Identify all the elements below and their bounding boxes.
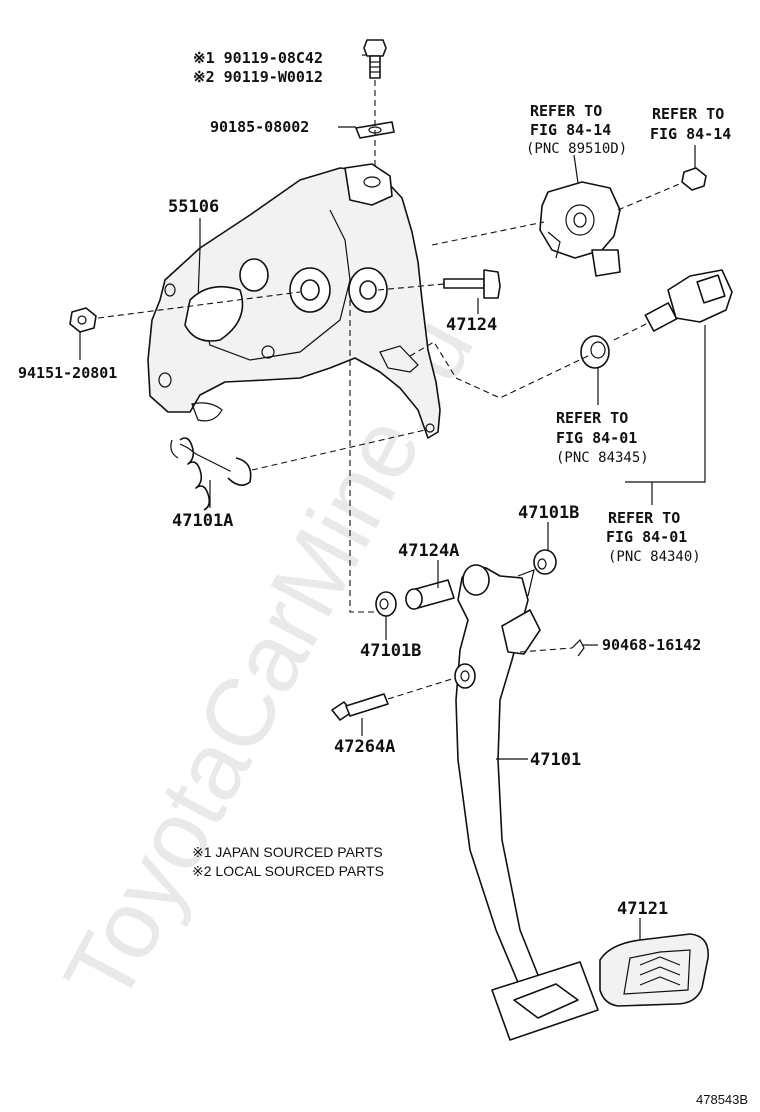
label-bushing-top: 47101B xyxy=(518,503,579,523)
bolt-47124-axis-line xyxy=(377,283,445,291)
note-japan-sourced: ※1 JAPAN SOURCED PARTS xyxy=(192,844,383,860)
collar-47124a-part xyxy=(405,579,455,610)
label-bolt-47124: 47124 xyxy=(446,315,497,335)
ref4-line3: (PNC 84340) xyxy=(608,549,701,565)
note-local-sourced: ※2 LOCAL SOURCED PARTS xyxy=(192,863,384,879)
label-pin: 90468-16142 xyxy=(602,636,701,654)
sensor-nut-axis-line xyxy=(617,181,685,211)
pin-axis-line xyxy=(519,647,573,653)
label-bracket: 55106 xyxy=(168,197,219,217)
ref1-line1: REFER TO xyxy=(530,102,602,120)
sensor-nut-part xyxy=(681,167,707,191)
label-nut: 94151-20801 xyxy=(18,364,117,382)
pedal-arm-47101-part xyxy=(454,564,557,1009)
label-clip: 90185-08002 xyxy=(210,118,309,136)
cushion-axis-line xyxy=(409,341,591,399)
ref1-line2: FIG 84-14 xyxy=(530,121,611,139)
shaft-bolt-47264a-part xyxy=(331,693,389,721)
bracket-55106-part xyxy=(147,163,441,439)
label-pedal-pad: 47121 xyxy=(617,899,668,919)
nut-axis-line xyxy=(97,291,301,319)
ref2-line1: REFER TO xyxy=(652,105,724,123)
nut-94151-part xyxy=(69,307,97,333)
sensor-axis-line xyxy=(431,221,545,246)
pedal-sensor-part xyxy=(539,181,621,277)
ref1-line3: (PNC 89510D) xyxy=(526,141,627,157)
label-pedal-arm: 47101 xyxy=(530,750,581,770)
bushing-47101b-top-part xyxy=(533,549,557,575)
stop-lamp-switch-part xyxy=(644,269,733,332)
label-bushing-left: 47101B xyxy=(360,641,421,661)
bushing-47101b-left-part xyxy=(375,591,397,617)
ref4-line2: FIG 84-01 xyxy=(606,528,687,546)
label-bolt-note-2: ※2 90119-W0012 xyxy=(193,68,323,86)
bolt-47124-part xyxy=(443,269,501,299)
cotter-pin-90468-part xyxy=(571,638,585,657)
pedal-pad-base-part xyxy=(491,961,599,1041)
figure-code: 478543B xyxy=(696,1092,748,1107)
pedal-pad-47121-part xyxy=(599,933,709,1007)
label-shaft-bolt: 47264A xyxy=(334,737,395,757)
spring-47101a-part xyxy=(170,437,252,511)
label-bolt-note-1: ※1 90119-08C42 xyxy=(193,49,323,67)
switch-axis-line xyxy=(613,321,651,341)
ref3-line3: (PNC 84345) xyxy=(556,450,649,466)
ref3-line1: REFER TO xyxy=(556,409,628,427)
label-spring: 47101A xyxy=(172,511,233,531)
bolt-90119-part xyxy=(363,39,387,79)
cushion-part xyxy=(580,335,610,369)
ref4-line1: REFER TO xyxy=(608,509,680,527)
label-collar: 47124A xyxy=(398,541,459,561)
pivot-axis-line xyxy=(349,300,382,613)
ref3-line2: FIG 84-01 xyxy=(556,429,637,447)
ref2-line2: FIG 84-14 xyxy=(650,125,731,143)
shaft-axis-line xyxy=(387,677,456,700)
